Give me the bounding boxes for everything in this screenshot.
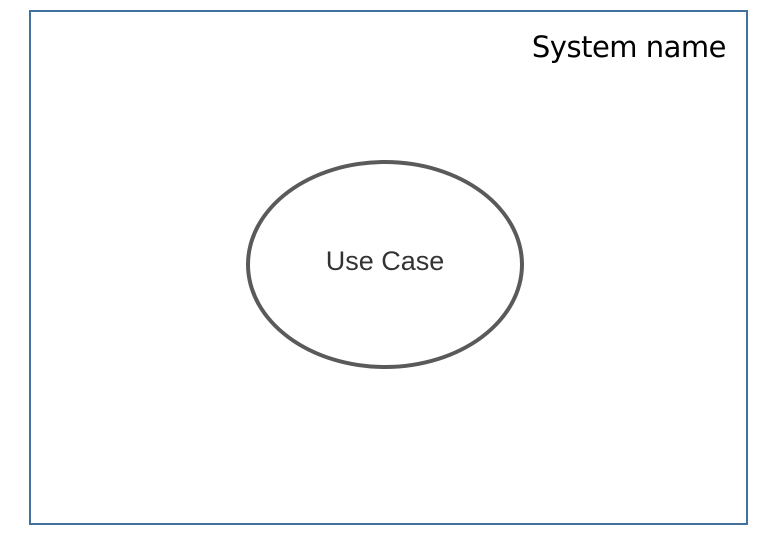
system-name-label: System name xyxy=(531,30,727,64)
use-case-ellipse[interactable]: Use Case xyxy=(246,160,524,369)
use-case-label: Use Case xyxy=(325,246,445,276)
